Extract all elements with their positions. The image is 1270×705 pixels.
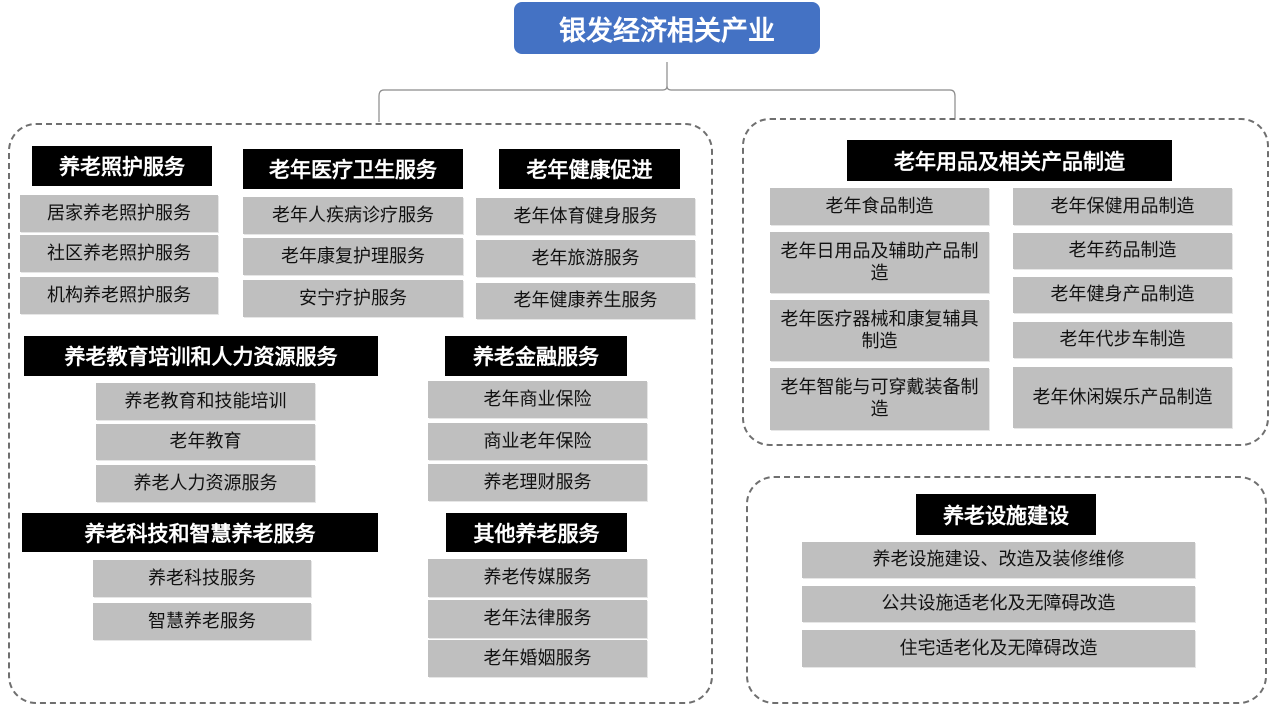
category-item: 老年休闲娱乐产品制造 [1013,367,1232,428]
category-item: 公共设施适老化及无障碍改造 [802,586,1195,622]
category-item: 老年婚姻服务 [428,640,647,677]
facilities-group [746,476,1267,704]
section-header-health-promotion: 老年健康促进 [499,149,680,189]
category-item: 安宁疗护服务 [243,280,463,317]
category-item: 老年医疗器械和康复辅具制造 [770,300,989,361]
category-item: 老年食品制造 [770,188,989,225]
category-item: 养老传媒服务 [428,559,647,597]
section-header-finance: 养老金融服务 [445,336,627,376]
category-item: 老年智能与可穿戴装备制造 [770,368,989,430]
category-item: 机构养老照护服务 [20,277,218,314]
category-item: 居家养老照护服务 [20,195,218,232]
diagram-title: 银发经济相关产业 [514,2,820,54]
category-item: 老年体育健身服务 [476,198,695,235]
category-item: 老年康复护理服务 [243,238,463,275]
category-item: 商业老年保险 [428,423,647,460]
products-group [742,118,1269,446]
category-item: 老年健康养生服务 [476,283,695,319]
section-header-education-hr: 养老教育培训和人力资源服务 [24,336,378,376]
category-item: 老年日用品及辅助产品制造 [770,232,989,293]
section-header-products: 老年用品及相关产品制造 [847,140,1172,181]
section-header-other: 其他养老服务 [446,513,627,552]
section-header-medical: 老年医疗卫生服务 [243,149,463,189]
section-header-tech: 养老科技和智慧养老服务 [22,513,378,552]
category-item: 老年保健用品制造 [1013,188,1232,225]
category-item: 养老教育和技能培训 [96,383,315,420]
category-item: 养老理财服务 [428,464,647,501]
category-item: 养老设施建设、改造及装修维修 [802,542,1195,578]
category-item: 社区养老照护服务 [20,235,218,272]
services-group [8,123,713,704]
category-item: 养老人力资源服务 [96,465,315,502]
category-item: 老年法律服务 [428,600,647,638]
category-item: 住宅适老化及无障碍改造 [802,630,1195,667]
category-item: 老年健身产品制造 [1013,277,1232,313]
category-item: 老年人疾病诊疗服务 [243,197,463,234]
category-item: 养老科技服务 [93,560,311,597]
category-item: 老年教育 [96,424,315,460]
category-item: 智慧养老服务 [93,603,311,640]
section-header-elder-care: 养老照护服务 [32,146,212,186]
category-item: 老年旅游服务 [476,240,695,277]
section-header-facilities: 养老设施建设 [916,494,1096,535]
category-item: 老年药品制造 [1013,233,1232,269]
category-item: 老年代步车制造 [1013,322,1232,358]
category-item: 老年商业保险 [428,381,647,418]
